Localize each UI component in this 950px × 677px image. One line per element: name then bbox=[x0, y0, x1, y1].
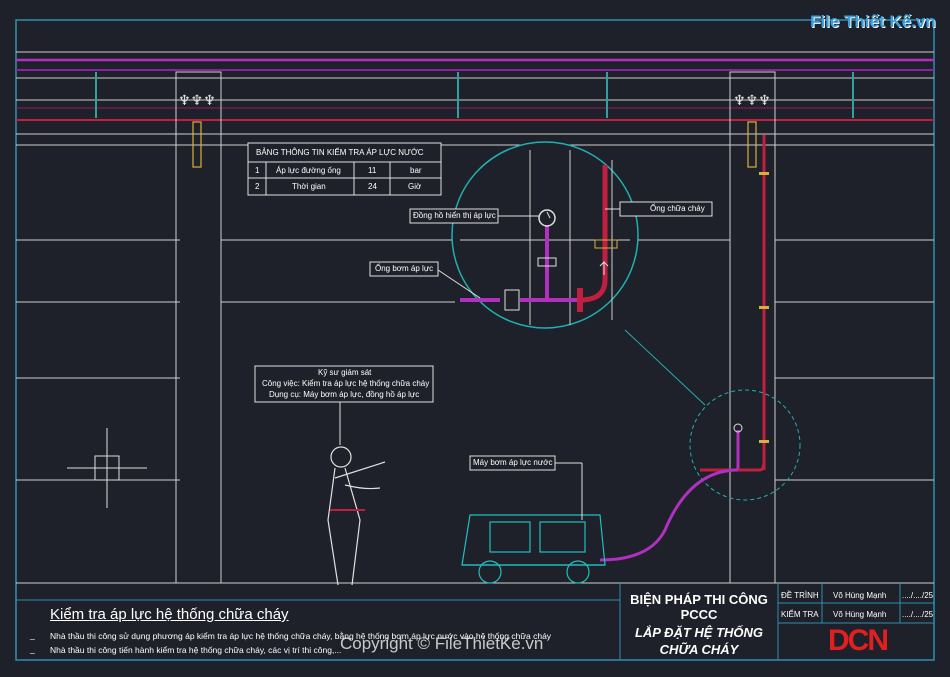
table-row-1-item: Áp lực đường ống bbox=[276, 166, 341, 175]
title-line-3: LẮP ĐẶT HỆ THỐNG bbox=[634, 625, 764, 640]
table-row-1-no: 1 bbox=[255, 166, 260, 175]
detail-contents bbox=[460, 150, 630, 325]
svg-text:♆♆♆: ♆♆♆ bbox=[733, 93, 771, 109]
tb-row2-date: ..../..../25 bbox=[902, 610, 934, 619]
table-row-2-no: 2 bbox=[255, 182, 260, 191]
callout-leaders bbox=[339, 208, 620, 520]
tb-row1-label: ĐỀ TRÌNH bbox=[781, 591, 819, 600]
detail-leader bbox=[624, 329, 706, 406]
callout-boxes bbox=[254, 201, 713, 471]
riser-clamps bbox=[759, 172, 769, 443]
copyright-watermark: Copyright © FileThietKe.vn bbox=[340, 634, 544, 653]
tb-row1-name: Võ Hùng Mạnh bbox=[833, 591, 887, 600]
site-logo: File Thiết Kế.vn bbox=[810, 12, 936, 31]
columns bbox=[175, 71, 776, 584]
column-bracket-2 bbox=[747, 121, 757, 168]
engineer-figure bbox=[327, 446, 386, 586]
ceiling-beams bbox=[16, 51, 934, 481]
callout-gauge: Đồng hồ hiển thị áp lực bbox=[413, 211, 496, 220]
tb-row1-date: ..../..../25 bbox=[902, 591, 934, 600]
engineer-task: Công việc: Kiểm tra áp lực hệ thống chữa… bbox=[262, 379, 430, 388]
svg-text:♆♆♆: ♆♆♆ bbox=[178, 93, 216, 109]
callout-pump: Máy bơm áp lực nước bbox=[473, 458, 553, 467]
notes-title: Kiểm tra áp lực hệ thống chữa cháy bbox=[50, 606, 289, 623]
table-row-2-value: 24 bbox=[368, 182, 377, 191]
pressure-table-frame bbox=[247, 142, 442, 196]
chandelier-icons: ♆♆♆ ♆♆♆ bbox=[178, 93, 771, 109]
note-dash-1: _ bbox=[30, 630, 35, 640]
drawing-frame bbox=[15, 19, 935, 661]
title-line-4: CHỮA CHÁY bbox=[659, 642, 739, 657]
engineer-tools: Dụng cụ: Máy bơm áp lực, đồng hồ áp lực bbox=[269, 390, 420, 399]
callout-fire-pipe: Ống chữa cháy bbox=[650, 204, 705, 213]
small-detail bbox=[700, 423, 766, 472]
table-row-1-unit: bar bbox=[410, 166, 422, 175]
note-line-2: Nhà thầu thi công tiến hành kiểm tra hệ … bbox=[50, 645, 342, 655]
pipe-hangers bbox=[95, 72, 854, 118]
tb-row2-label: KIỂM TRA bbox=[781, 610, 819, 619]
engineer-title: Kỹ sư giám sát bbox=[318, 368, 372, 377]
table-row-2-unit: Giờ bbox=[408, 182, 422, 191]
title-line-2: PCCC bbox=[680, 607, 718, 622]
note-line-1: Nhà thầu thi công sử dụng phương áp kiểm… bbox=[50, 631, 552, 641]
detail-circle-small bbox=[689, 389, 801, 501]
callout-pump-pipe: Ống bơm áp lực bbox=[375, 264, 434, 273]
tb-row2-name: Võ Hùng Mạnh bbox=[833, 610, 887, 619]
table-row-1-value: 11 bbox=[368, 166, 377, 175]
column-bracket bbox=[192, 121, 202, 168]
note-dash-2: _ bbox=[30, 644, 35, 654]
company-logo: DCN bbox=[828, 624, 889, 657]
pressure-table-header: BẢNG THÔNG TIN KIỂM TRA ÁP LỰC NƯỚC bbox=[256, 148, 424, 157]
title-line-1: BIỆN PHÁP THI CÔNG bbox=[630, 592, 768, 607]
table-row-2-item: Thời gian bbox=[292, 182, 326, 191]
pump-hose bbox=[599, 468, 739, 562]
crosshair-icon bbox=[67, 428, 147, 508]
pump-machine bbox=[461, 514, 606, 584]
